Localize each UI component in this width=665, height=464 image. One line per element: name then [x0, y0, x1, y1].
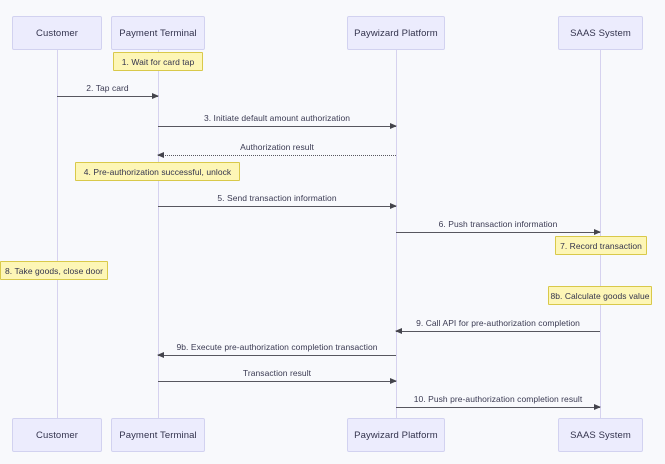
actor-customer-top[interactable]: Customer: [12, 16, 102, 50]
actor-paywizard-top[interactable]: Paywizard Platform: [347, 16, 445, 50]
actor-label: Customer: [36, 27, 78, 39]
actor-label: SAAS System: [570, 429, 631, 441]
actor-label: Customer: [36, 429, 78, 441]
actor-paywizard-bottom[interactable]: Paywizard Platform: [347, 418, 445, 452]
arrowhead-icon: [157, 151, 164, 158]
message-label: 9b. Execute pre-authorization completion…: [176, 342, 378, 352]
actor-saas-bottom[interactable]: SAAS System: [558, 418, 643, 452]
message-3: 3. Initiate default amount authorization: [158, 113, 397, 129]
actor-label: Payment Terminal: [119, 429, 197, 441]
message-line: [396, 407, 600, 408]
message-9: 9. Call API for pre-authorization comple…: [395, 318, 600, 334]
message-return-2: Authorization result: [157, 142, 396, 158]
message-label: 2. Tap card: [86, 83, 129, 93]
lifeline-terminal: [158, 50, 159, 418]
message-line: [158, 381, 396, 382]
actor-terminal-top[interactable]: Payment Terminal: [111, 16, 205, 50]
actor-terminal-bottom[interactable]: Payment Terminal: [111, 418, 205, 452]
actor-label: Payment Terminal: [119, 27, 197, 39]
message-5: 5. Send transaction information: [158, 193, 397, 209]
arrowhead-icon: [390, 377, 397, 384]
message-line: [158, 206, 396, 207]
lifeline-paywizard: [396, 50, 397, 418]
message-return-7: Transaction result: [158, 368, 397, 384]
message-label: 10. Push pre-authorization completion re…: [413, 394, 583, 404]
note-8b[interactable]: 8b. Calculate goods value: [548, 286, 652, 305]
lifeline-customer: [57, 50, 58, 418]
actor-label: Paywizard Platform: [354, 429, 438, 441]
arrowhead-icon: [594, 228, 601, 235]
arrowhead-icon: [390, 202, 397, 209]
arrowhead-icon: [152, 92, 159, 99]
actor-customer-bottom[interactable]: Customer: [12, 418, 102, 452]
arrowhead-icon: [594, 403, 601, 410]
message-2: 2. Tap card: [57, 83, 159, 99]
arrowhead-icon: [390, 122, 397, 129]
note-label: 7. Record transaction: [560, 240, 642, 251]
note-label: 4. Pre-authorization successful, unlock: [83, 166, 232, 177]
message-label: 9. Call API for pre-authorization comple…: [416, 318, 580, 328]
message-line: [158, 355, 396, 356]
message-line: [158, 126, 396, 127]
arrowhead-icon: [395, 327, 402, 334]
note-label: 8. Take goods, close door: [5, 265, 103, 276]
message-label: 5. Send transaction information: [217, 193, 337, 203]
message-label: 6. Push transaction information: [438, 219, 558, 229]
actor-label: Paywizard Platform: [354, 27, 438, 39]
note-label: 1. Wait for card tap: [121, 56, 195, 67]
note-4[interactable]: 4. Pre-authorization successful, unlock: [75, 162, 240, 181]
note-8[interactable]: 8. Take goods, close door: [0, 261, 108, 280]
actor-saas-top[interactable]: SAAS System: [558, 16, 643, 50]
note-7[interactable]: 7. Record transaction: [555, 236, 647, 255]
arrowhead-icon: [157, 351, 164, 358]
message-line: [396, 232, 600, 233]
message-6: 6. Push transaction information: [396, 219, 601, 235]
message-label: Authorization result: [240, 142, 314, 152]
actor-label: SAAS System: [570, 27, 631, 39]
message-10: 10. Push pre-authorization completion re…: [396, 394, 601, 410]
note-label: 8b. Calculate goods value: [550, 290, 650, 301]
message-line: [158, 155, 396, 156]
message-label: Transaction result: [242, 368, 312, 378]
note-1[interactable]: 1. Wait for card tap: [113, 52, 203, 71]
message-line: [396, 331, 600, 332]
message-label: 3. Initiate default amount authorization: [203, 113, 351, 123]
message-line: [57, 96, 158, 97]
message-9b: 9b. Execute pre-authorization completion…: [157, 342, 396, 358]
